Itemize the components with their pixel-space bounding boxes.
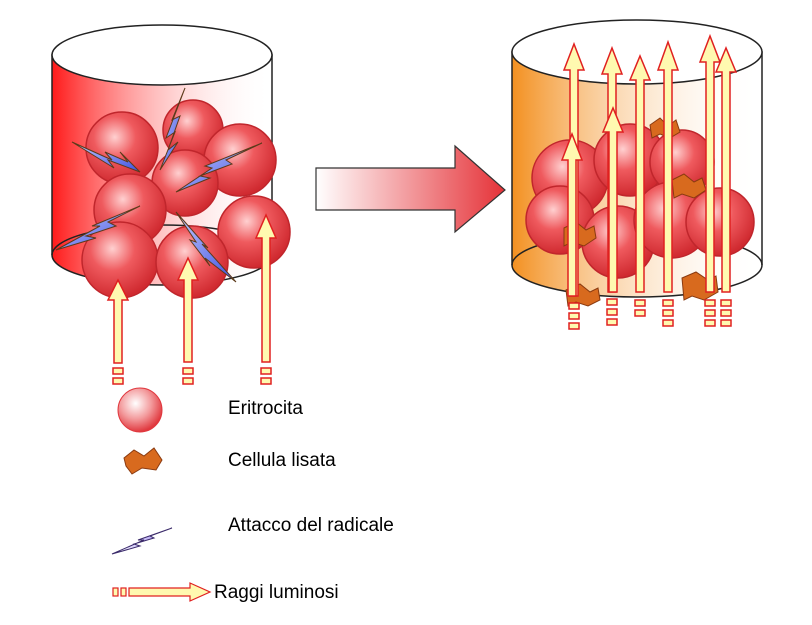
light-ray-icon — [106, 278, 130, 385]
radical-bolt-icon — [175, 142, 263, 193]
erythrocyte-icon — [217, 195, 291, 269]
light-ray-icon — [560, 131, 584, 297]
left-bolts — [55, 87, 263, 283]
radical-bolt-icon — [175, 211, 237, 283]
light-ray-icon — [176, 256, 200, 385]
left-rays — [106, 213, 278, 385]
radical-bolt-icon — [111, 527, 173, 555]
legend-icons — [111, 387, 212, 602]
left-cells — [81, 99, 291, 299]
legend-label-lysed-cell: Cellula lisata — [228, 450, 336, 471]
right-rays — [560, 33, 738, 330]
light-ray-icon — [628, 54, 652, 317]
light-ray-icon — [601, 106, 625, 293]
light-ray-icon — [698, 33, 722, 327]
legend-label-light-rays: Raggi luminosi — [214, 582, 339, 603]
lysed-cell-icon — [681, 271, 719, 301]
process-arrow-icon — [315, 144, 506, 234]
light-ray-icon — [714, 46, 738, 327]
erythrocyte-icon — [85, 111, 159, 185]
light-ray-icon — [112, 582, 212, 602]
erythrocyte-icon — [685, 187, 755, 257]
legend-label-radical-attack: Attacco del radicale — [228, 515, 394, 536]
lysed-cell-icon — [123, 447, 163, 475]
radical-bolt-icon — [71, 141, 141, 173]
radical-bolt-icon — [55, 205, 141, 251]
light-ray-icon — [254, 213, 278, 385]
radical-bolt-icon — [159, 87, 186, 171]
legend-label-erythrocyte: Eritrocita — [228, 398, 303, 419]
light-ray-icon — [656, 39, 680, 327]
erythrocyte-icon — [117, 387, 163, 433]
